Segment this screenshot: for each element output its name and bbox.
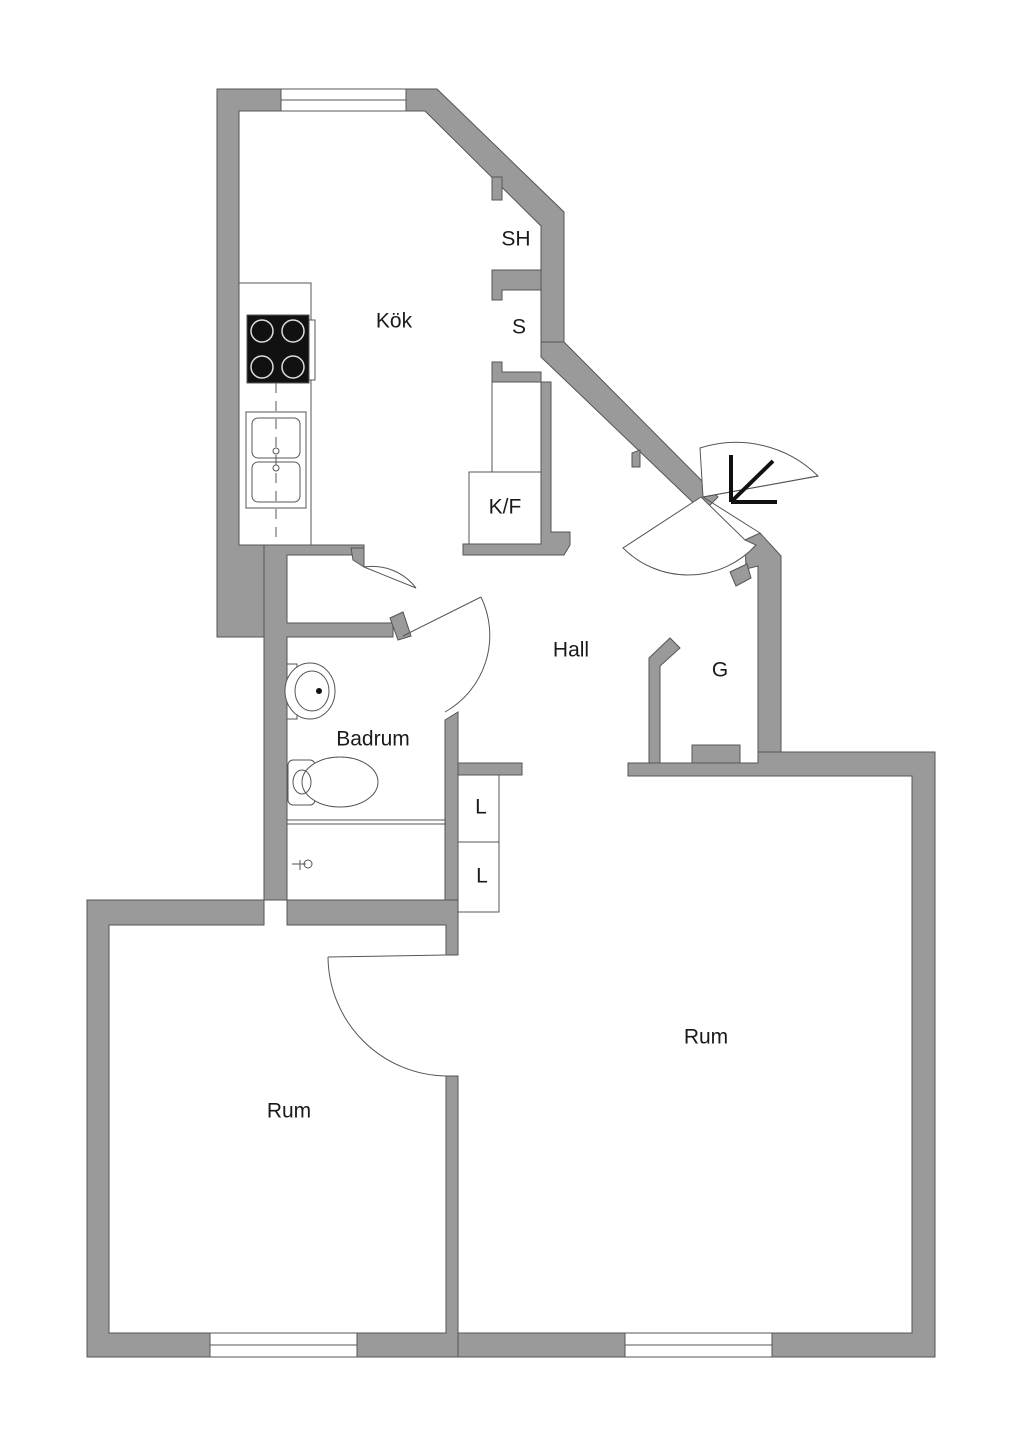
- left-room-label: Rum: [267, 1100, 311, 1123]
- kf-label: K/F: [489, 496, 522, 519]
- toilet-icon: [287, 756, 379, 808]
- left-room-door: [327, 954, 447, 1077]
- l-closet-label-2: L: [476, 865, 488, 888]
- g-closet-label: G: [712, 659, 728, 682]
- right-room-label: Rum: [684, 1026, 728, 1049]
- bathroom-door: [402, 596, 491, 713]
- s-closet-label: S: [512, 316, 526, 339]
- bathroom-label: Badrum: [336, 728, 410, 751]
- l-closet-label-1: L: [475, 796, 487, 819]
- hall-label: Hall: [553, 639, 589, 662]
- sh-closet-label: SH: [501, 228, 530, 251]
- closet-partitions: [491, 176, 542, 383]
- north-arrow-icon: [729, 455, 777, 504]
- kitchen-walls: [216, 88, 719, 638]
- kitchen-label: Kök: [376, 310, 413, 333]
- lower-walls: [86, 751, 936, 1358]
- washbasin-icon: [284, 662, 336, 720]
- kf-partition: [462, 381, 571, 556]
- shower-icon: [287, 819, 446, 870]
- l-closets: [457, 774, 500, 913]
